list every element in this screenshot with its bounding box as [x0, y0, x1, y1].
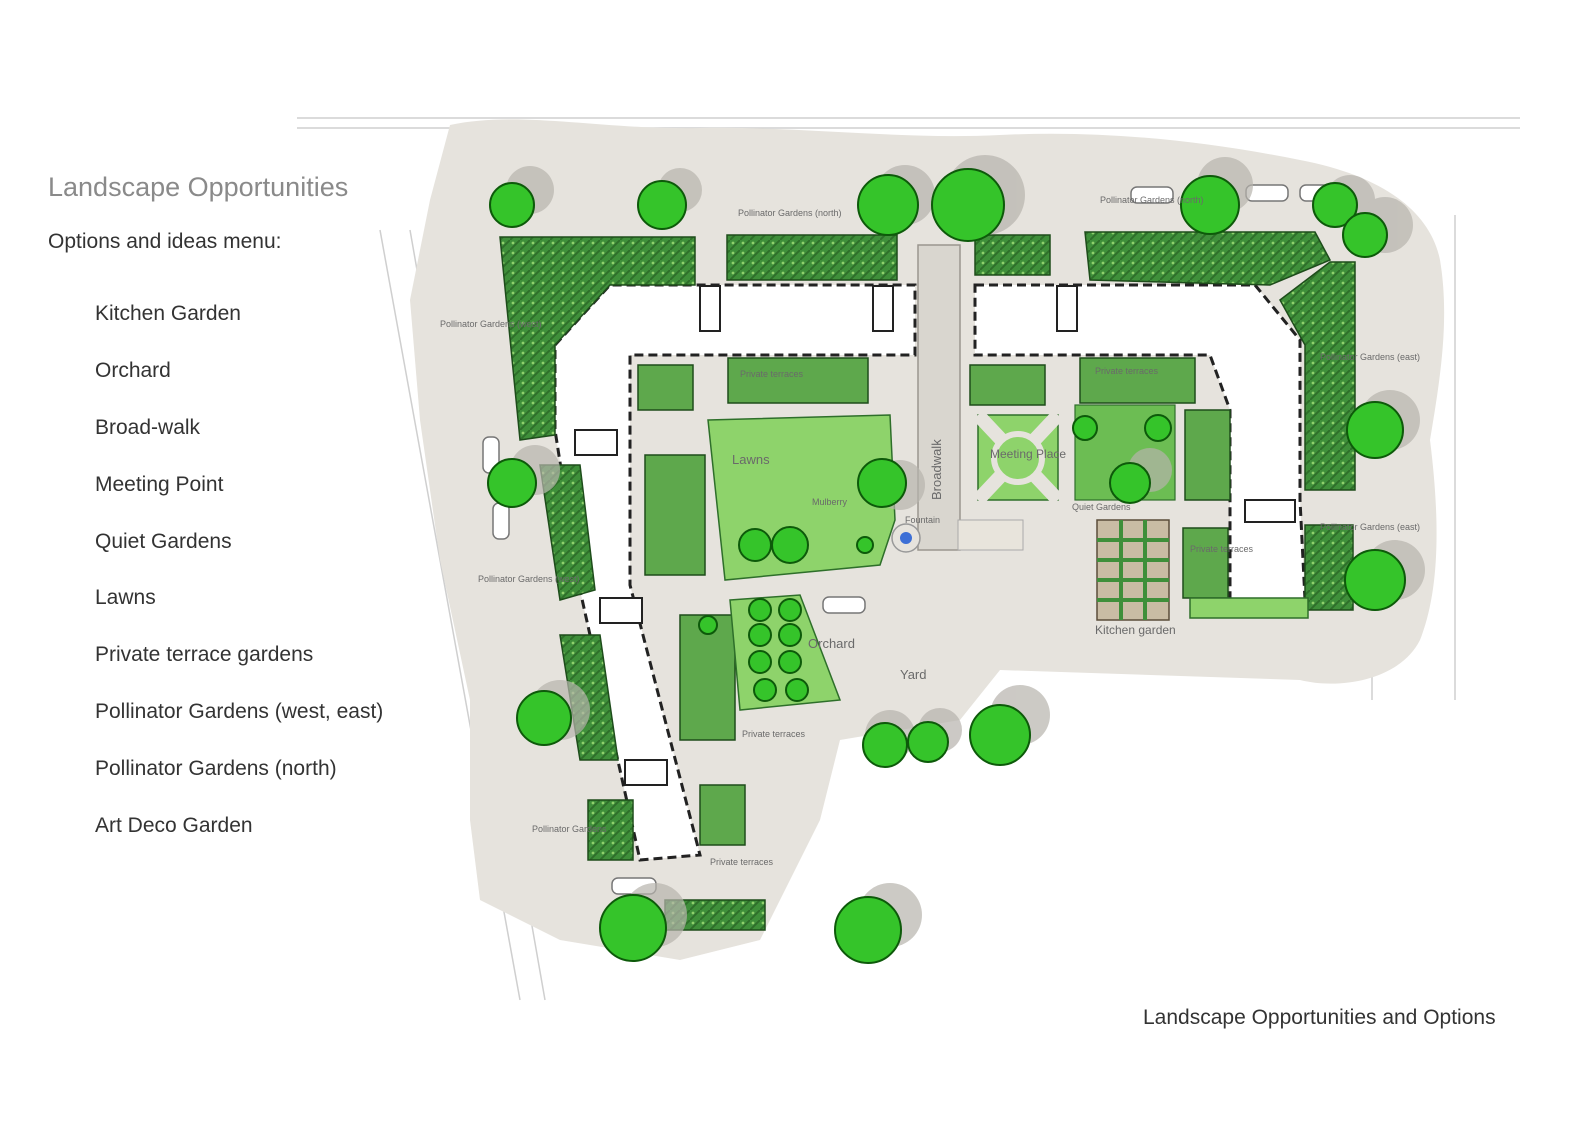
- label-pollinator-west-2: Pollinator Gardens (west): [478, 574, 580, 584]
- label-private-terraces-5: Private terraces: [710, 857, 774, 867]
- balconies: [574, 285, 1296, 786]
- menu-item-art-deco-garden[interactable]: Art Deco Garden: [95, 814, 253, 838]
- label-broadwalk: Broadwalk: [929, 439, 944, 500]
- broadwalk-path: [917, 244, 1024, 551]
- label-pollinator-sw: Pollinator Gardens: [532, 824, 607, 834]
- menu-item-orchard[interactable]: Orchard: [95, 358, 171, 382]
- label-yard: Yard: [900, 667, 927, 682]
- kitchen-garden-area: [1096, 519, 1170, 621]
- label-lawns: Lawns: [732, 452, 770, 467]
- meeting-place-area: [972, 410, 1064, 505]
- menu-item-kitchen-garden[interactable]: Kitchen Garden: [95, 302, 241, 325]
- label-pollinator-north-1: Pollinator Gardens (north): [1100, 195, 1204, 205]
- menu-item-pollinator-north[interactable]: Pollinator Gardens (north): [95, 757, 337, 781]
- label-private-terraces-3: Private terraces: [1190, 544, 1254, 554]
- label-private-terraces-4: Private terraces: [742, 729, 806, 739]
- label-private-terraces-1: Private terraces: [740, 369, 804, 379]
- figure-caption: Landscape Opportunities and Options: [1143, 1006, 1496, 1029]
- trees: [487, 168, 1406, 964]
- page-title: Landscape Opportunities: [48, 172, 349, 202]
- menu-item-meeting-point[interactable]: Meeting Point: [95, 472, 224, 496]
- menu-heading: Options and ideas menu:: [48, 230, 282, 253]
- options-menu: Kitchen Garden Orchard Broad-walk Meetin…: [95, 302, 383, 871]
- menu-item-private-terrace-gardens[interactable]: Private terrace gardens: [95, 643, 314, 667]
- menu-item-broad-walk[interactable]: Broad-walk: [95, 415, 201, 439]
- private-terraces: [637, 357, 1231, 846]
- label-meeting-place: Meeting Place: [990, 447, 1066, 461]
- label-private-terraces-2: Private terraces: [1095, 366, 1159, 376]
- label-pollinator-east-2: Pollinator Gardens (east): [1320, 522, 1420, 532]
- label-kitchen-garden: Kitchen garden: [1095, 623, 1176, 637]
- parked-cars: [482, 184, 1333, 895]
- label-fountain: Fountain: [905, 515, 940, 525]
- plan-labels: Pollinator Gardens (north) Pollinator Ga…: [440, 195, 1420, 867]
- menu-item-pollinator-west-east[interactable]: Pollinator Gardens (west, east): [95, 700, 384, 724]
- fountain-icon: [891, 523, 921, 553]
- menu-item-quiet-gardens[interactable]: Quiet Gardens: [95, 529, 232, 553]
- label-pollinator-west-1: Pollinator Gardens (west): [440, 319, 542, 329]
- label-pollinator-north-2: Pollinator Gardens (north): [738, 208, 842, 218]
- site-plan: Pollinator Gardens (north) Pollinator Ga…: [297, 117, 1520, 1001]
- label-orchard: Orchard: [808, 636, 855, 651]
- label-pollinator-east-1: Pollinator Gardens (east): [1320, 352, 1420, 362]
- label-mulberry: Mulberry: [812, 497, 848, 507]
- menu-item-lawns[interactable]: Lawns: [95, 586, 156, 610]
- label-quiet-gardens: Quiet Gardens: [1072, 502, 1131, 512]
